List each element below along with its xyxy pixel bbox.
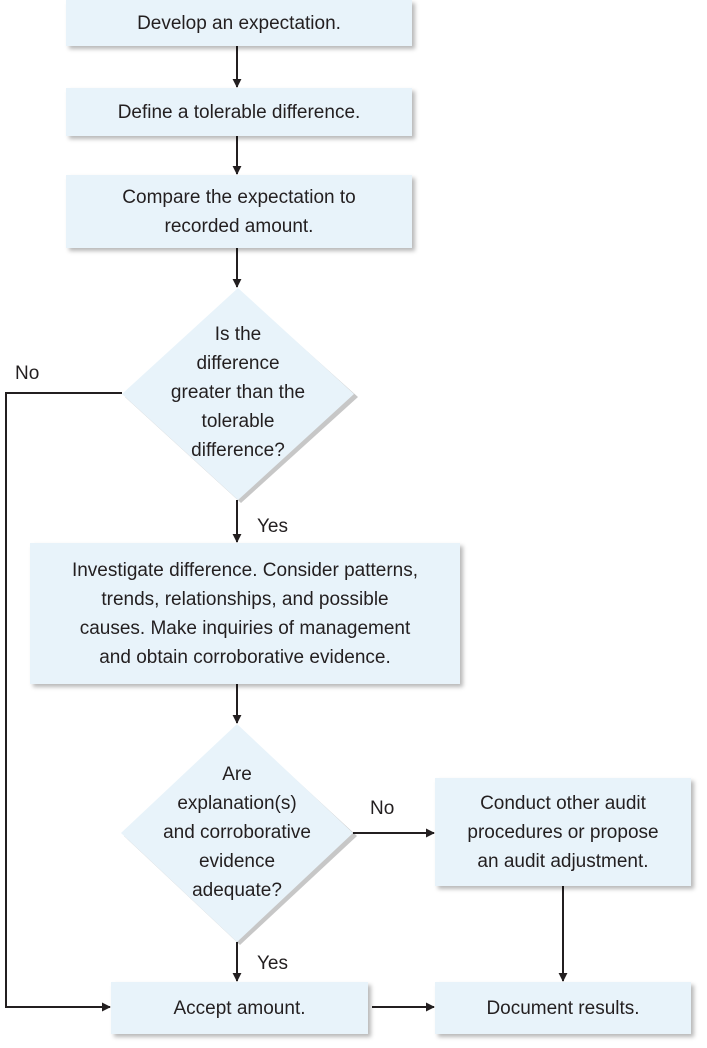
decision2-line-5: adequate?	[192, 879, 282, 901]
decision2-line-2: explanation(s)	[177, 792, 297, 814]
decision-explanations-adequate: Are explanation(s) and corroborative evi…	[121, 724, 357, 945]
decision-explanations-adequate-shape	[121, 724, 357, 945]
decision-difference-greater: Is the difference greater than the toler…	[122, 288, 358, 503]
decision1-line-4: tolerable	[201, 410, 275, 432]
step-other-line-3: an audit adjustment.	[477, 850, 649, 872]
step-develop-expectation: Develop an expectation.	[66, 0, 412, 46]
step-other-line-1: Conduct other audit	[480, 792, 646, 814]
step-investigate-line-3: causes. Make inquiries of management	[79, 617, 411, 639]
decision1-line-5: difference?	[191, 439, 285, 461]
branch-label-no-right: No	[370, 798, 395, 819]
decision-difference-greater-shape	[122, 288, 358, 503]
decision1-line-2: difference	[196, 352, 280, 374]
step-document-results: Document results.	[435, 982, 691, 1034]
decision2-line-1: Are	[222, 763, 252, 785]
step-investigate-line-1: Investigate difference. Consider pattern…	[71, 559, 419, 581]
step-compare-line-1: Compare the expectation to	[122, 186, 356, 208]
decision1-line-1: Is the	[214, 323, 262, 345]
step-define-tolerable-difference-text: Define a tolerable difference.	[117, 101, 361, 123]
step-other-line-2: procedures or propose	[467, 821, 659, 843]
step-accept-amount-text: Accept amount.	[173, 997, 306, 1019]
step-investigate-difference: Investigate difference. Consider pattern…	[30, 543, 460, 684]
step-investigate-line-2: trends, relationships, and possible	[101, 588, 389, 610]
step-compare-line-2: recorded amount.	[164, 215, 314, 237]
step-other-audit-procedures: Conduct other audit procedures or propos…	[435, 778, 691, 886]
step-document-results-text: Document results.	[486, 997, 640, 1019]
branch-label-yes-first: Yes	[257, 516, 288, 537]
branch-label-no-left: No	[15, 363, 40, 384]
step-define-tolerable-difference: Define a tolerable difference.	[66, 88, 412, 136]
arrow-decision1-no	[5, 392, 122, 1012]
step-develop-expectation-text: Develop an expectation.	[137, 12, 341, 34]
step-investigate-line-4: and obtain corroborative evidence.	[99, 646, 391, 668]
decision2-line-4: evidence	[198, 850, 276, 872]
step-compare-expectation: Compare the expectation to recorded amou…	[66, 175, 412, 248]
decision2-line-3: and corroborative	[163, 821, 311, 843]
branch-label-yes-second: Yes	[257, 953, 288, 974]
decision1-line-3: greater than the	[170, 381, 306, 403]
step-accept-amount: Accept amount.	[111, 982, 368, 1034]
